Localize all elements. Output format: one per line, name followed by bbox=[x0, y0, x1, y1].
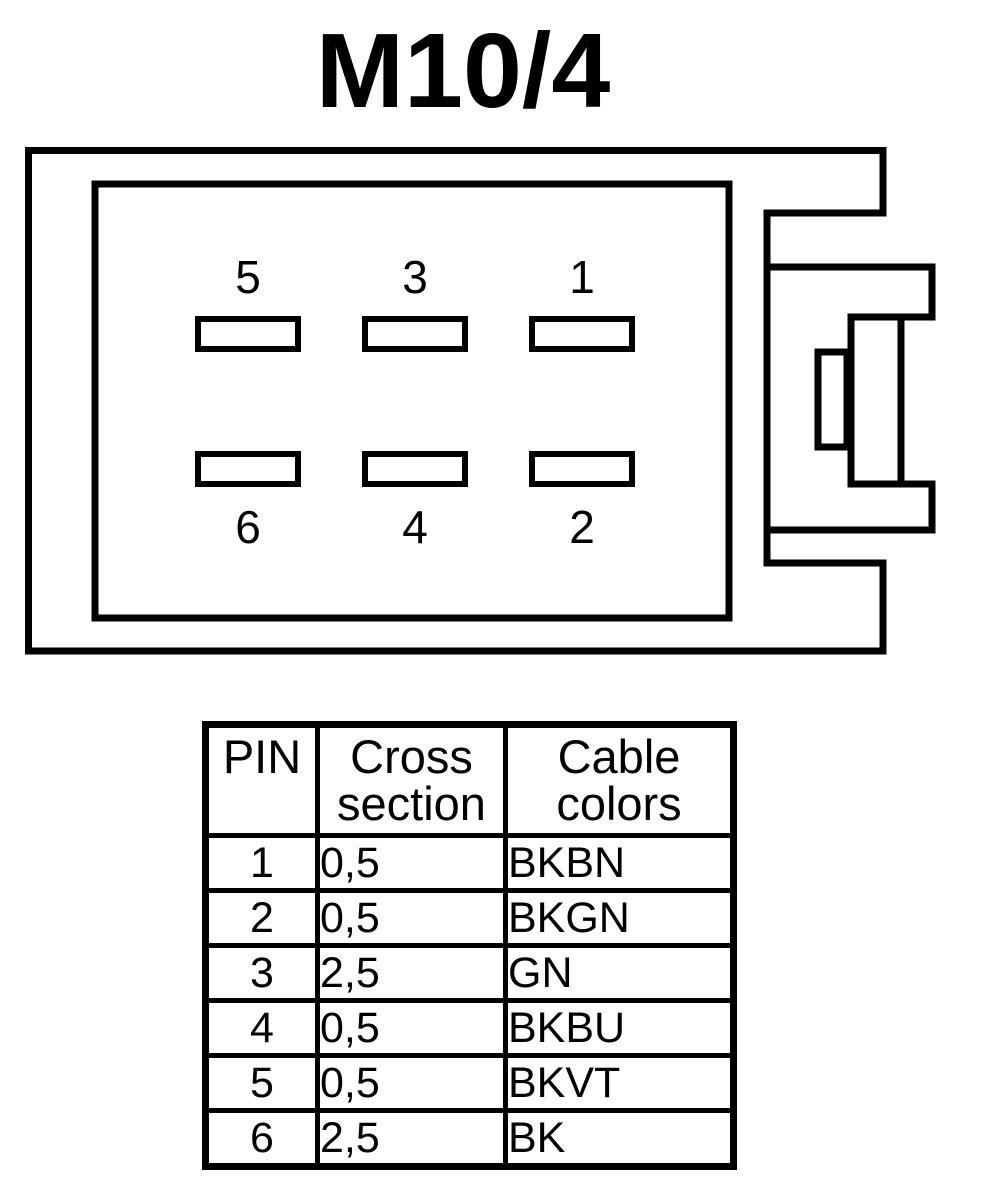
pin-slot-5 bbox=[195, 316, 301, 352]
pin-label-2: 2 bbox=[569, 501, 595, 553]
cross-section-cell: 2,5 bbox=[315, 943, 508, 1003]
pin-slot-6 bbox=[195, 451, 301, 487]
pinout-table: PIN Cross section Cable colors 1 0,5 BKB… bbox=[202, 721, 737, 1170]
pin-slot-4 bbox=[362, 451, 468, 487]
cross-section-cell: 0,5 bbox=[315, 833, 508, 893]
pin-cavity-outline bbox=[91, 180, 733, 622]
cable-color-cell: BKBU bbox=[503, 998, 736, 1058]
latch-lock-tab bbox=[814, 348, 851, 451]
header-cell-cross-section: Cross section bbox=[315, 722, 508, 838]
pin-number-cell: 6 bbox=[203, 1108, 320, 1169]
pin-number-cell: 4 bbox=[203, 998, 320, 1058]
cable-color-cell: BKBN bbox=[503, 833, 736, 893]
cable-color-cell: BK bbox=[503, 1108, 736, 1169]
pin-label-1: 1 bbox=[569, 251, 595, 303]
pin-label-5: 5 bbox=[235, 251, 261, 303]
header-cell-cable-colors: Cable colors bbox=[503, 722, 736, 838]
cable-color-cell: BKGN bbox=[503, 888, 736, 948]
pin-slot-1 bbox=[529, 316, 635, 352]
cross-section-cell: 2,5 bbox=[315, 1108, 508, 1169]
cable-color-cell: BKVT bbox=[503, 1053, 736, 1113]
pin-slot-3 bbox=[362, 316, 468, 352]
pin-slot-2 bbox=[529, 451, 635, 487]
latch-lock-bar bbox=[847, 313, 905, 488]
table-row: 2 0,5 BKGN bbox=[203, 888, 736, 948]
pin-number-cell: 5 bbox=[203, 1053, 320, 1113]
pin-label-6: 6 bbox=[235, 501, 261, 553]
cross-section-cell: 0,5 bbox=[315, 888, 508, 948]
pin-number-cell: 2 bbox=[203, 888, 320, 948]
table-row: 6 2,5 BK bbox=[203, 1108, 736, 1169]
table-row: 3 2,5 GN bbox=[203, 943, 736, 1003]
header-cell-pin: PIN bbox=[203, 722, 320, 838]
pin-label-4: 4 bbox=[402, 501, 428, 553]
table-row: 5 0,5 BKVT bbox=[203, 1053, 736, 1113]
pin-label-3: 3 bbox=[402, 251, 428, 303]
table-row: 1 0,5 BKBN bbox=[203, 833, 736, 893]
cross-section-cell: 0,5 bbox=[315, 998, 508, 1058]
cross-section-cell: 0,5 bbox=[315, 1053, 508, 1113]
connector-title: M10/4 bbox=[315, 12, 611, 130]
cable-color-cell: GN bbox=[503, 943, 736, 1003]
pin-number-cell: 3 bbox=[203, 943, 320, 1003]
pin-number-cell: 1 bbox=[203, 833, 320, 893]
table-header-row: PIN Cross section Cable colors bbox=[203, 722, 736, 838]
table-row: 4 0,5 BKBU bbox=[203, 998, 736, 1058]
